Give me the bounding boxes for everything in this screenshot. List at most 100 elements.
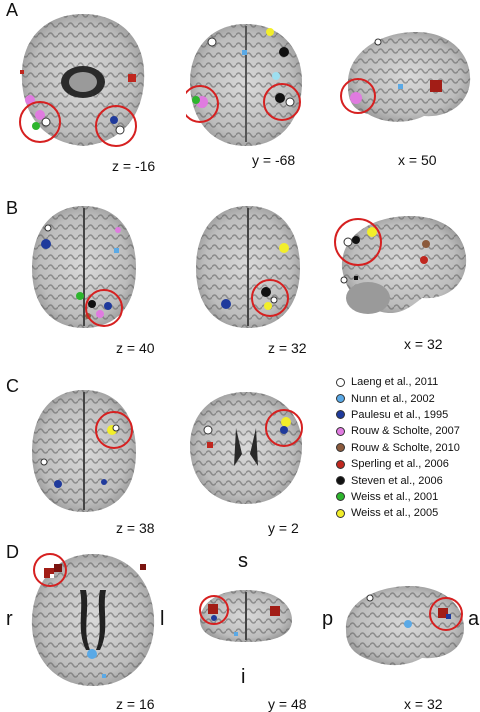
legend-label: Rouw & Scholte, 2010	[351, 441, 460, 454]
focus-marker	[44, 568, 54, 578]
focus-marker	[32, 122, 40, 130]
focus-marker	[446, 614, 451, 619]
legend-label: Laeng et al., 2011	[351, 376, 439, 389]
legend-item: Nunn et al., 2002	[336, 390, 460, 406]
focus-marker	[128, 74, 136, 82]
highlight-circle	[95, 411, 133, 449]
slice-coordinate-label: z = -16	[112, 158, 156, 174]
legend-label: Paulesu et al., 1995	[351, 408, 449, 421]
focus-marker	[350, 92, 362, 104]
focus-marker	[270, 296, 278, 304]
legend-item: Weiss et al., 2001	[336, 489, 460, 505]
brain-slice-a-sagittal	[338, 26, 478, 126]
brain-slice-a-axial	[18, 10, 148, 150]
legend-label: Sperling et al., 2006	[351, 458, 449, 471]
orientation-posterior: p	[322, 608, 334, 630]
focus-marker	[366, 594, 374, 602]
focus-marker	[88, 300, 96, 308]
focus-marker	[280, 426, 288, 434]
slice-coordinate-label: z = 16	[116, 696, 155, 712]
legend-item: Laeng et al., 2011	[336, 374, 460, 390]
focus-marker	[275, 93, 285, 103]
slice-coordinate-label: y = 2	[268, 520, 299, 536]
highlight-circle	[199, 595, 229, 625]
brain-slice-a-coronal	[186, 20, 306, 150]
focus-marker	[101, 479, 107, 485]
focus-marker	[374, 38, 382, 46]
legend-swatch	[336, 410, 345, 420]
focus-marker	[115, 227, 121, 233]
legend-item: Sperling et al., 2006	[336, 456, 460, 472]
legend-item: Rouw & Scholte, 2007	[336, 423, 460, 439]
brain-slice-c-coronal	[186, 388, 306, 508]
brain-slice-d-sagittal	[340, 580, 470, 670]
orientation-right: r	[6, 608, 13, 630]
focus-marker	[398, 84, 403, 89]
highlight-circle	[340, 78, 376, 114]
focus-marker	[272, 72, 280, 80]
focus-marker	[430, 80, 442, 92]
highlight-circle	[85, 289, 123, 327]
panel-letter-d: D	[6, 542, 19, 562]
focus-marker	[114, 248, 119, 253]
focus-marker	[40, 458, 48, 466]
brain-slice-d-coronal	[196, 586, 296, 646]
highlight-circle	[251, 279, 289, 317]
focus-marker	[87, 649, 97, 659]
brain-slice-b-axial-32	[192, 202, 304, 332]
focus-marker	[261, 287, 271, 297]
legend-item: Paulesu et al., 1995	[336, 407, 460, 423]
focus-marker	[208, 604, 218, 614]
focus-marker	[192, 96, 200, 104]
focus-marker	[203, 425, 213, 435]
slice-coordinate-label: y = 48	[268, 696, 307, 712]
focus-marker	[367, 227, 377, 237]
panel-letter-b: B	[6, 198, 19, 218]
legend-swatch	[336, 459, 345, 469]
focus-marker	[234, 632, 238, 636]
brain-slice-d-axial	[28, 550, 158, 690]
focus-marker	[115, 125, 125, 135]
slice-coordinate-label: z = 32	[268, 340, 307, 356]
focus-marker	[438, 608, 448, 618]
focus-marker	[20, 70, 24, 74]
focus-marker	[207, 37, 217, 47]
focus-marker	[96, 310, 104, 318]
slice-coordinate-label: z = 40	[116, 340, 155, 356]
focus-marker	[420, 256, 428, 264]
focus-marker	[41, 117, 51, 127]
focus-marker	[422, 240, 430, 248]
brain-slice-b-axial-40	[28, 202, 140, 332]
legend-label: Steven et al., 2006	[351, 474, 443, 487]
focus-marker	[242, 50, 247, 55]
focus-marker	[112, 424, 120, 432]
focus-marker	[54, 480, 62, 488]
slice-coordinate-label: z = 38	[116, 520, 155, 536]
legend-swatch	[336, 377, 345, 387]
focus-marker	[281, 417, 291, 427]
legend-label: Weiss et al., 2005	[351, 507, 439, 520]
focus-marker	[41, 239, 51, 249]
focus-marker	[50, 574, 54, 578]
focus-marker	[44, 224, 52, 232]
highlight-circle	[265, 409, 303, 447]
highlight-circle	[263, 83, 301, 121]
focus-marker	[343, 237, 353, 247]
legend-swatch	[336, 508, 345, 518]
legend-swatch	[336, 476, 345, 486]
highlight-circle	[19, 101, 61, 143]
focus-marker	[285, 97, 295, 107]
orientation-inferior: i	[241, 666, 246, 688]
orientation-left: l	[160, 608, 165, 630]
legend-label: Nunn et al., 2002	[351, 392, 435, 405]
brain-slice-c-axial	[28, 386, 140, 516]
focus-marker	[270, 606, 280, 616]
focus-marker	[110, 116, 118, 124]
legend-swatch	[336, 492, 345, 502]
focus-marker	[102, 674, 106, 678]
legend-swatch	[336, 394, 345, 404]
highlight-circle	[334, 218, 382, 266]
focus-marker	[35, 110, 45, 120]
focus-marker	[76, 292, 84, 300]
